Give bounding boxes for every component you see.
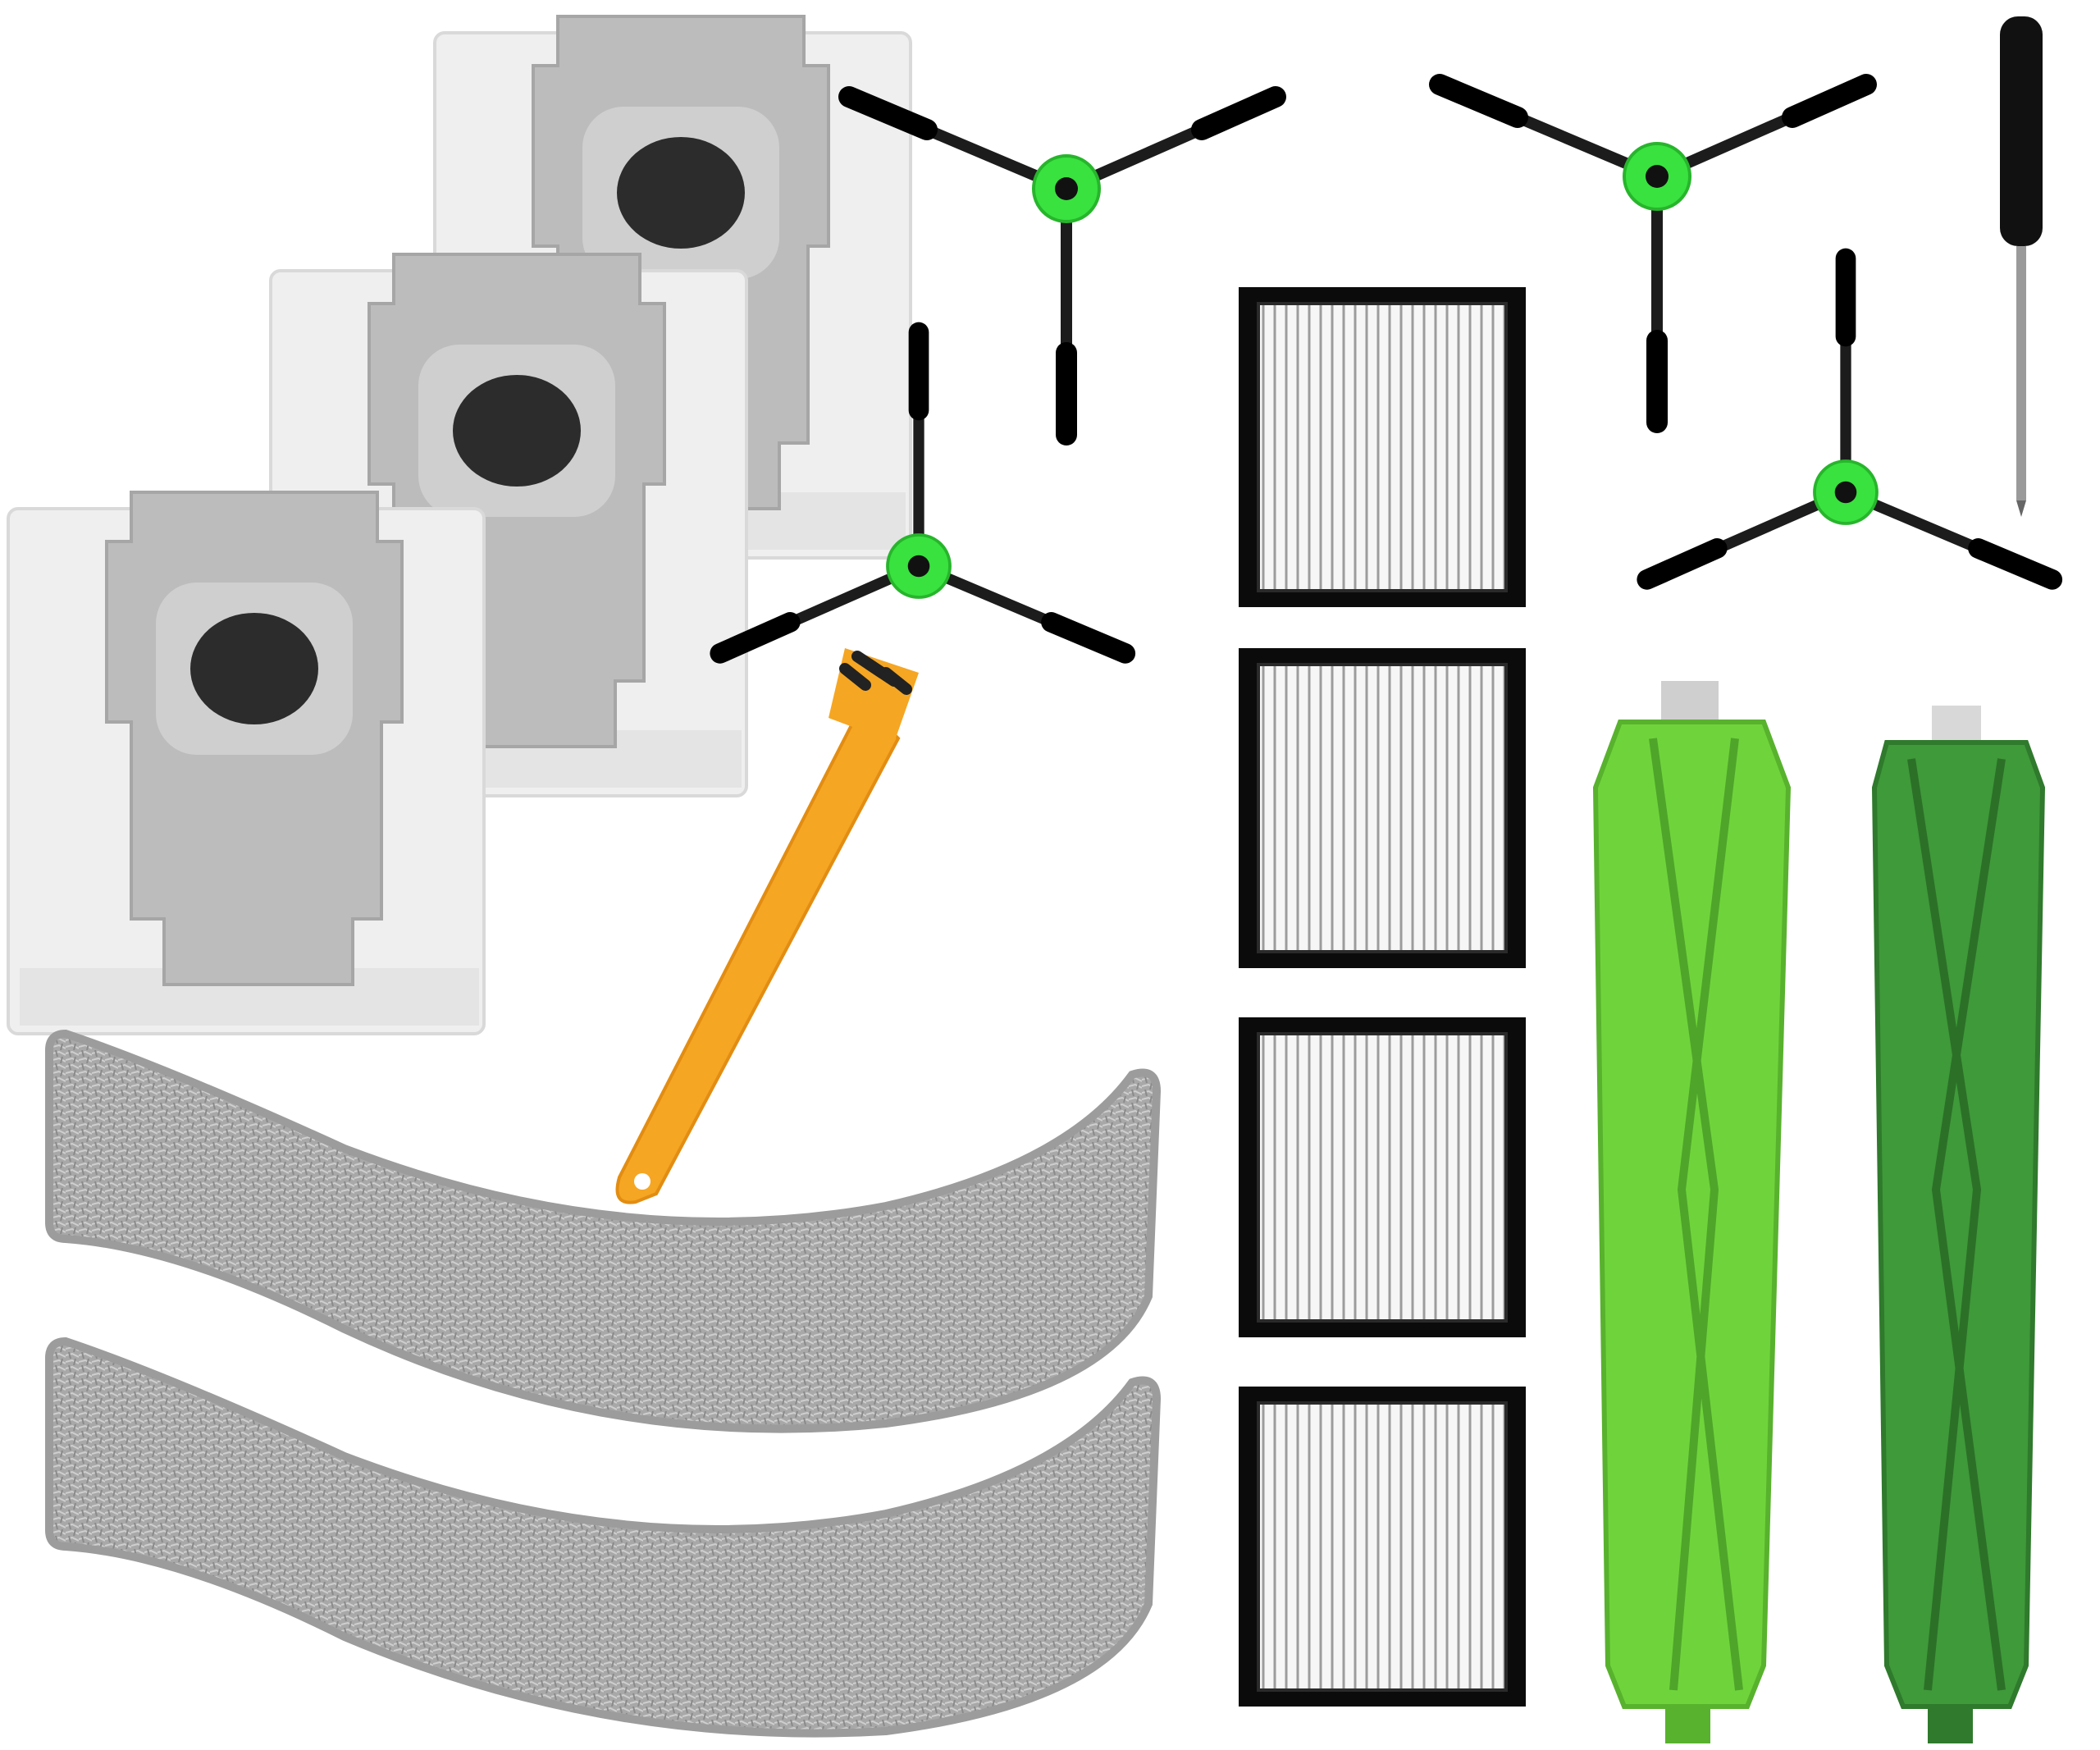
cleaning-brush xyxy=(615,648,919,1204)
hepa-filter-4 xyxy=(1237,1385,1527,1708)
hepa-filter-2 xyxy=(1237,647,1527,970)
roller-brush-light xyxy=(1592,681,1792,1743)
side-brush-4 xyxy=(1647,258,2052,579)
hepa-filter-1 xyxy=(1237,286,1527,609)
dust-bag-1 xyxy=(7,491,486,1035)
screwdriver xyxy=(2000,16,2043,517)
mop-pad-1 xyxy=(45,1029,1162,1433)
mop-pad-2 xyxy=(45,1336,1162,1738)
hepa-filter-3 xyxy=(1237,1016,1527,1339)
roller-brush-dark xyxy=(1871,706,2046,1743)
